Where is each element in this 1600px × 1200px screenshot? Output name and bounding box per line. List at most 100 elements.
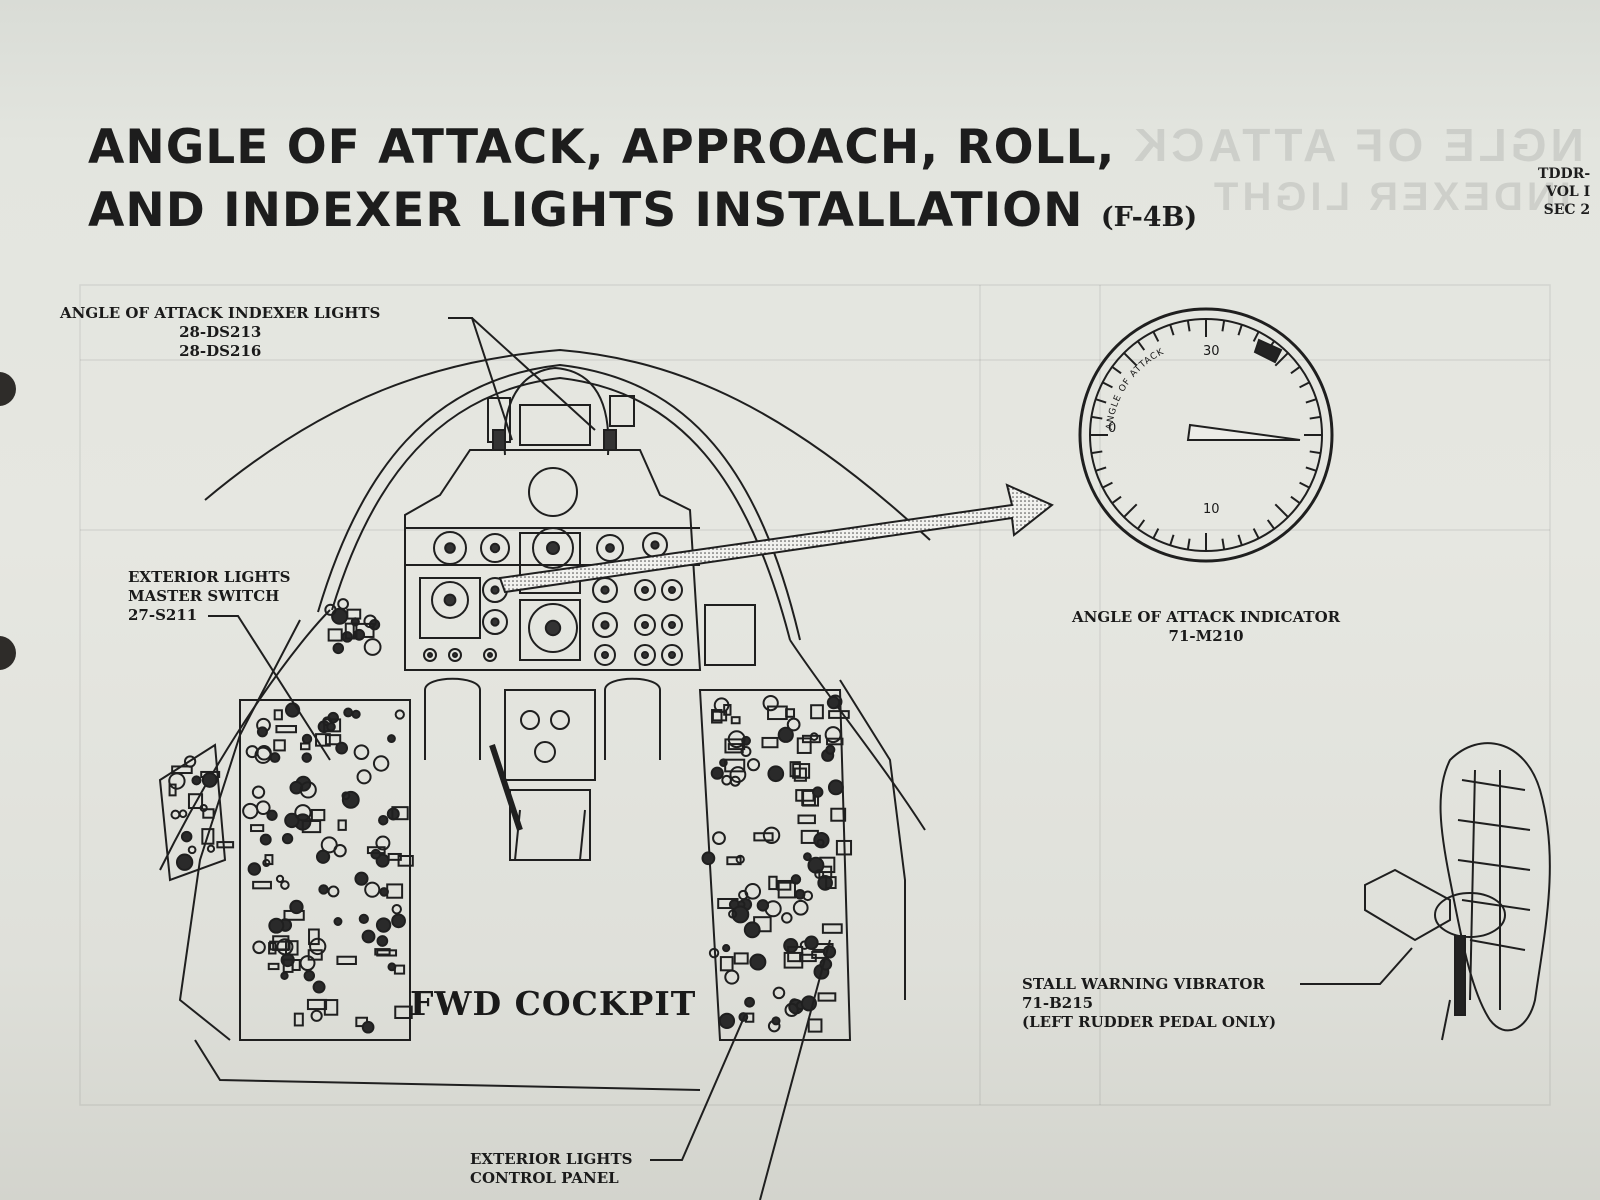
callout-indexer-lights: ANGLE OF ATTACK INDEXER LIGHTS 28-DS213 …	[60, 304, 380, 361]
console-knob	[358, 913, 369, 925]
console-knob	[391, 913, 406, 929]
console-knob	[826, 695, 841, 710]
console-knob	[191, 775, 202, 786]
instrument-dial-hub	[668, 586, 676, 594]
console-knob	[744, 883, 762, 900]
console-switch	[346, 608, 362, 620]
console-knob	[777, 726, 794, 743]
aoa-gauge-tick	[1252, 528, 1260, 539]
aoa-gauge-tick	[1221, 320, 1226, 332]
aoa-gauge-tick	[1091, 415, 1103, 420]
instrument-dial	[433, 531, 467, 565]
console-knob	[363, 614, 377, 629]
aoa-gauge-tick	[1152, 528, 1160, 539]
console-switch	[366, 846, 386, 855]
aoa-gauge-tick	[1237, 324, 1243, 336]
console-knob	[762, 694, 779, 712]
console-knob	[784, 1002, 799, 1018]
console-switch	[273, 739, 286, 752]
console-switch	[807, 1018, 823, 1033]
console-knob	[827, 779, 844, 796]
console-knob	[825, 744, 836, 755]
console-knob	[786, 717, 801, 732]
instrument-dial-hub	[668, 651, 676, 659]
console-switch	[187, 793, 204, 810]
callout-name: ANGLE OF ATTACK INDEXER LIGHTS	[60, 304, 381, 322]
console-knob	[391, 904, 402, 915]
console-knob	[756, 899, 770, 912]
console-knob	[376, 935, 389, 947]
console-knob	[326, 722, 336, 732]
instrument-dial	[596, 534, 624, 562]
instrument-dial-hub	[605, 543, 615, 553]
console-knob	[206, 844, 216, 853]
callout-part: 28-DS213	[179, 323, 262, 341]
console-knob	[183, 755, 197, 768]
console-switch	[267, 962, 280, 971]
aoa-scale-label-0: 0	[1108, 421, 1116, 436]
callout-aoa-indicator: ANGLE OF ATTACK INDICATOR 71-M210	[1072, 608, 1340, 646]
instrument-dial	[448, 648, 462, 662]
console-switch	[171, 765, 193, 775]
console-switch	[269, 940, 291, 951]
console-knob	[327, 885, 340, 898]
aoa-gauge-needle	[1186, 423, 1301, 441]
aoa-gauge-tick	[1309, 450, 1321, 455]
instrument-dial	[594, 644, 616, 666]
console-knob	[816, 838, 825, 847]
console-switch	[264, 854, 274, 866]
binder-hole	[0, 372, 16, 406]
console-switch	[386, 883, 404, 899]
console-switch	[796, 737, 812, 754]
console-knob	[812, 786, 824, 798]
console-switch	[201, 828, 215, 845]
callout-part: 71-B215	[1022, 994, 1094, 1012]
console-knob	[356, 769, 372, 785]
console-knob	[303, 969, 316, 982]
console-knob	[729, 775, 741, 787]
console-knob	[762, 826, 781, 845]
console-knob	[783, 938, 799, 954]
instrument-dial	[528, 603, 578, 653]
console-knob	[175, 853, 194, 871]
console-knob	[331, 607, 349, 625]
aoa-gauge-tick	[1252, 331, 1260, 342]
console-knob	[363, 638, 382, 656]
callout-stall-vibrator: STALL WARNING VIBRATOR 71-B215 (LEFT RUD…	[1022, 975, 1276, 1032]
console-switch	[711, 710, 728, 722]
console-switch	[250, 824, 265, 833]
console-knob	[281, 832, 294, 845]
instrument-dial	[423, 648, 437, 662]
console-switch	[324, 734, 342, 746]
console-switch	[327, 628, 343, 642]
callout-name: ANGLE OF ATTACK INDICATOR	[1072, 608, 1341, 626]
callout-line: EXTERIOR LIGHTS	[128, 568, 291, 586]
aoa-gauge-tick	[1111, 366, 1122, 375]
console-knob	[772, 986, 786, 1000]
instrument-dial	[483, 648, 497, 662]
binder-hole	[0, 636, 16, 670]
console-switch	[826, 737, 844, 746]
aoa-scale-label-10: 10	[1203, 502, 1220, 517]
console-knob	[731, 905, 750, 924]
console-knob	[251, 785, 266, 799]
console-switch	[768, 875, 778, 891]
page-title-line-2: AND INDEXER LIGHTS INSTALLATION (F-4B)	[88, 183, 1197, 238]
console-knob	[727, 730, 746, 749]
console-switch	[337, 819, 347, 831]
instrument-dial-hub	[600, 585, 610, 595]
aoa-gauge-tick	[1123, 503, 1138, 518]
callout-note: (LEFT RUDDER PEDAL ONLY)	[1022, 1013, 1277, 1031]
instrument-dial-hub	[490, 585, 500, 595]
instrument-dial	[661, 644, 683, 666]
console-knob	[364, 881, 381, 898]
console-knob	[372, 755, 390, 772]
aoa-gauge-tick	[1137, 340, 1146, 351]
instrument-dial	[480, 533, 510, 563]
console-knob	[266, 809, 278, 821]
console-knob	[767, 765, 785, 783]
console-switch	[830, 807, 847, 822]
console-switch	[273, 709, 283, 721]
console-knob	[710, 766, 724, 780]
